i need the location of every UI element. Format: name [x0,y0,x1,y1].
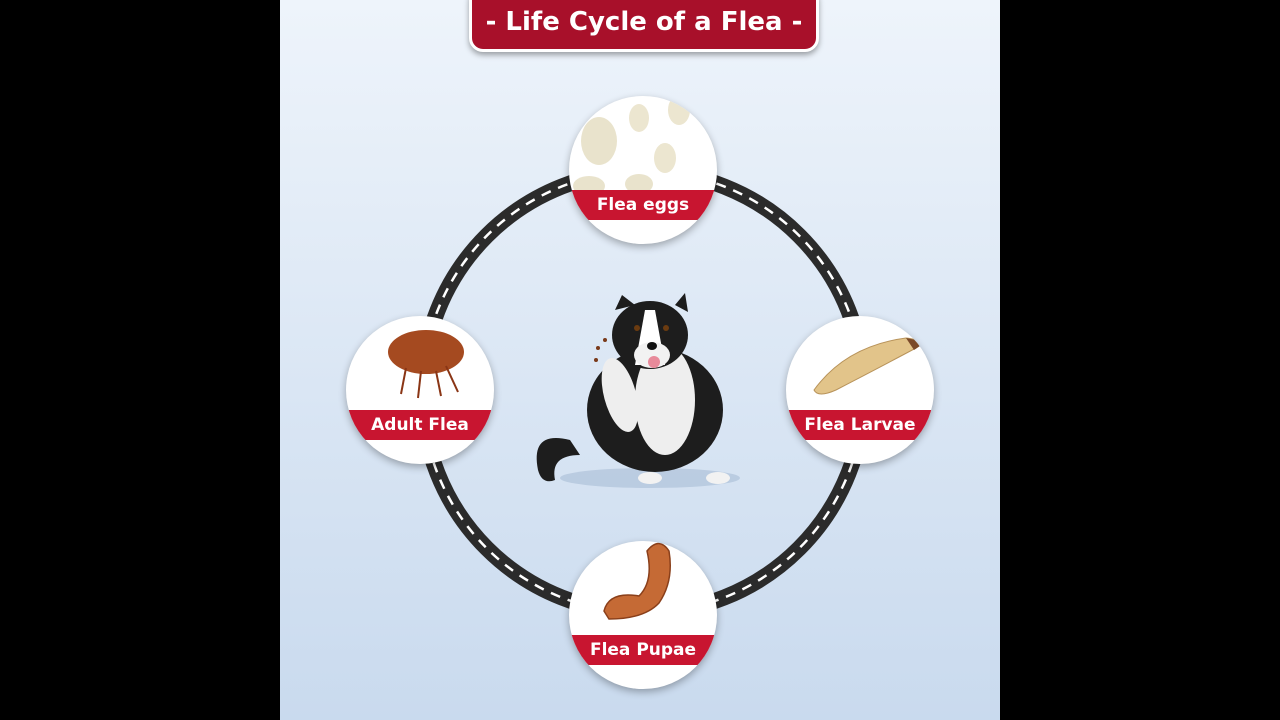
dog-illustration [536,293,740,488]
stage-label: Flea Larvae [786,410,934,440]
stage-flea-pupae: Flea Pupae [569,541,717,689]
stage-label: Adult Flea [346,410,494,440]
stage-flea-eggs: Flea eggs [569,96,717,244]
adult-flea-image [388,330,464,399]
stage-adult-flea: Adult Flea [346,316,494,464]
page-title: - Life Cycle of a Flea - [469,0,819,52]
pupa-image [603,542,671,620]
stage-flea-larvae: Flea Larvae [786,316,934,464]
stage-label: Flea eggs [569,190,717,220]
infographic-panel: - Life Cycle of a Flea - Flea eggs [280,0,1000,720]
eggs-image [573,96,690,196]
stage-label: Flea Pupae [569,635,717,665]
larva-image [813,337,926,395]
